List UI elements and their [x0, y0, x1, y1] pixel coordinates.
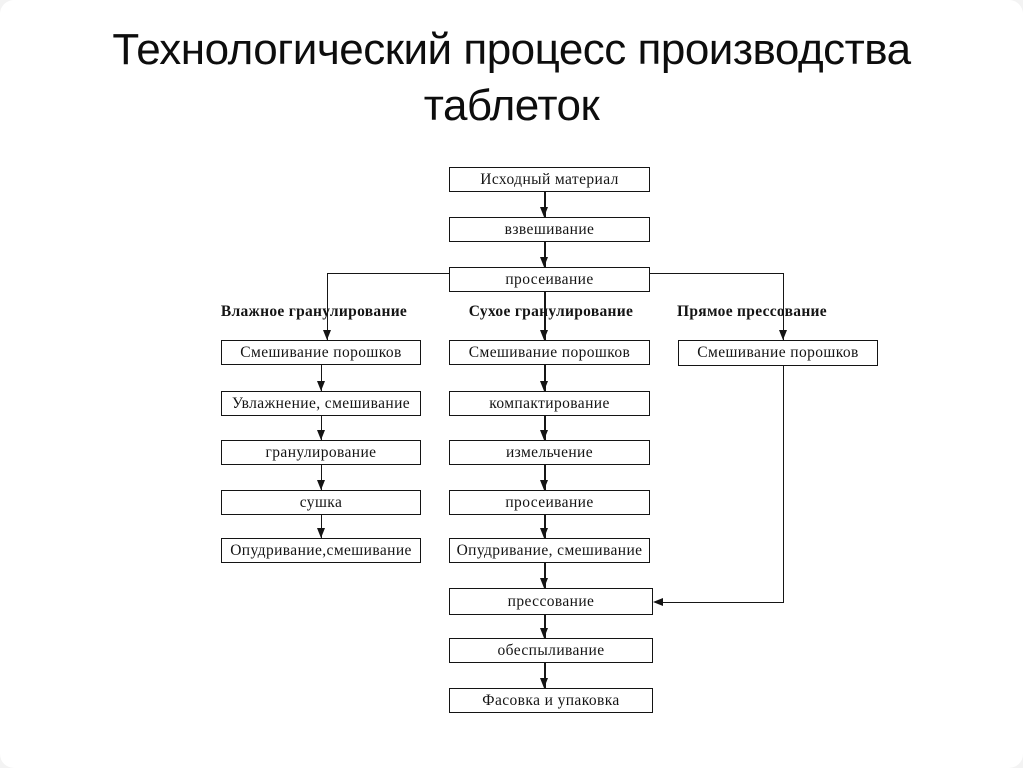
arrowhead-down-icon	[540, 628, 549, 638]
arrowhead-down-icon	[540, 528, 549, 538]
flow-box-dry-compacting: компактирование	[449, 391, 650, 416]
connector-sieving-direct-vertical	[782, 272, 785, 340]
connector-sieving-wet-vertical	[326, 272, 329, 340]
connector-dry-3-4	[544, 465, 546, 490]
branch-label-direct-pressing: Прямое прессование	[677, 303, 827, 320]
connector-direct-mixing-down	[782, 366, 785, 603]
arrowhead-down-icon	[540, 578, 549, 588]
flow-box-wet-moistening: Увлажнение, смешивание	[221, 391, 421, 416]
connector-sieving-direct-horizontal	[650, 272, 784, 275]
connector-wet-4-5	[320, 515, 323, 538]
flow-box-pressing: прессование	[449, 588, 653, 615]
flow-box-wet-mixing: Смешивание порошков	[221, 340, 421, 365]
arrowhead-down-icon	[540, 330, 549, 340]
connector-sieving-wet-horizontal	[326, 272, 449, 275]
flow-box-dry-sieving: просеивание	[449, 490, 650, 515]
connector-dedusting-packing	[544, 663, 546, 688]
flow-box-dry-mixing: Смешивание порошков	[449, 340, 650, 365]
connector-dry-1-2	[544, 365, 546, 391]
flow-box-direct-mixing: Смешивание порошков	[678, 340, 878, 366]
connector-dry-2-3	[544, 416, 546, 440]
flow-box-dry-milling: измельчение	[449, 440, 650, 465]
connector-wet-1-2	[320, 365, 323, 391]
connector-weighing-sieving	[544, 242, 546, 267]
connector-wet-3-4	[320, 465, 323, 490]
arrowhead-down-icon	[316, 381, 325, 391]
arrowhead-down-icon	[316, 528, 325, 538]
flow-box-wet-drying: сушка	[221, 490, 421, 515]
arrowhead-down-icon	[778, 330, 787, 340]
flow-box-wet-granulation: гранулирование	[221, 440, 421, 465]
flow-box-source-material: Исходный материал	[449, 167, 650, 192]
page-title-line1: Технологический процесс производства	[112, 25, 911, 74]
arrowhead-down-icon	[540, 381, 549, 391]
arrowhead-down-icon	[540, 207, 549, 217]
branch-label-dry-granulation: Сухое гранулирование	[468, 303, 634, 320]
connector-source-weighing	[544, 192, 546, 217]
arrowhead-down-icon	[540, 480, 549, 490]
arrowhead-down-icon	[540, 257, 549, 267]
connector-sieving-dry-mixing	[544, 292, 546, 340]
flow-box-packing: Фасовка и упаковка	[449, 688, 653, 713]
flow-box-dedusting: обеспыливание	[449, 638, 653, 663]
page-title: Технологический процесс производства таб…	[0, 22, 1023, 134]
arrowhead-down-icon	[540, 430, 549, 440]
arrowhead-down-icon	[316, 430, 325, 440]
connector-dry-4-5	[544, 515, 546, 538]
page-title-line2: таблеток	[423, 80, 600, 130]
connector-dusting-pressing	[544, 563, 546, 588]
arrowhead-down-icon	[322, 330, 331, 340]
arrowhead-down-icon	[316, 480, 325, 490]
arrowhead-left-icon	[653, 597, 663, 606]
branch-label-wet-granulation: Влажное гранулирование	[220, 303, 408, 320]
flow-box-sieving: просеивание	[449, 267, 650, 292]
flow-box-weighing: взвешивание	[449, 217, 650, 242]
connector-wet-2-3	[320, 416, 323, 440]
flow-box-dry-dusting: Опудривание, смешивание	[449, 538, 650, 563]
connector-pressing-dedusting	[544, 615, 546, 638]
connector-direct-mixing-pressing	[661, 601, 784, 604]
flow-box-wet-dusting: Опудривание,смешивание	[221, 538, 421, 563]
arrowhead-down-icon	[540, 678, 549, 688]
